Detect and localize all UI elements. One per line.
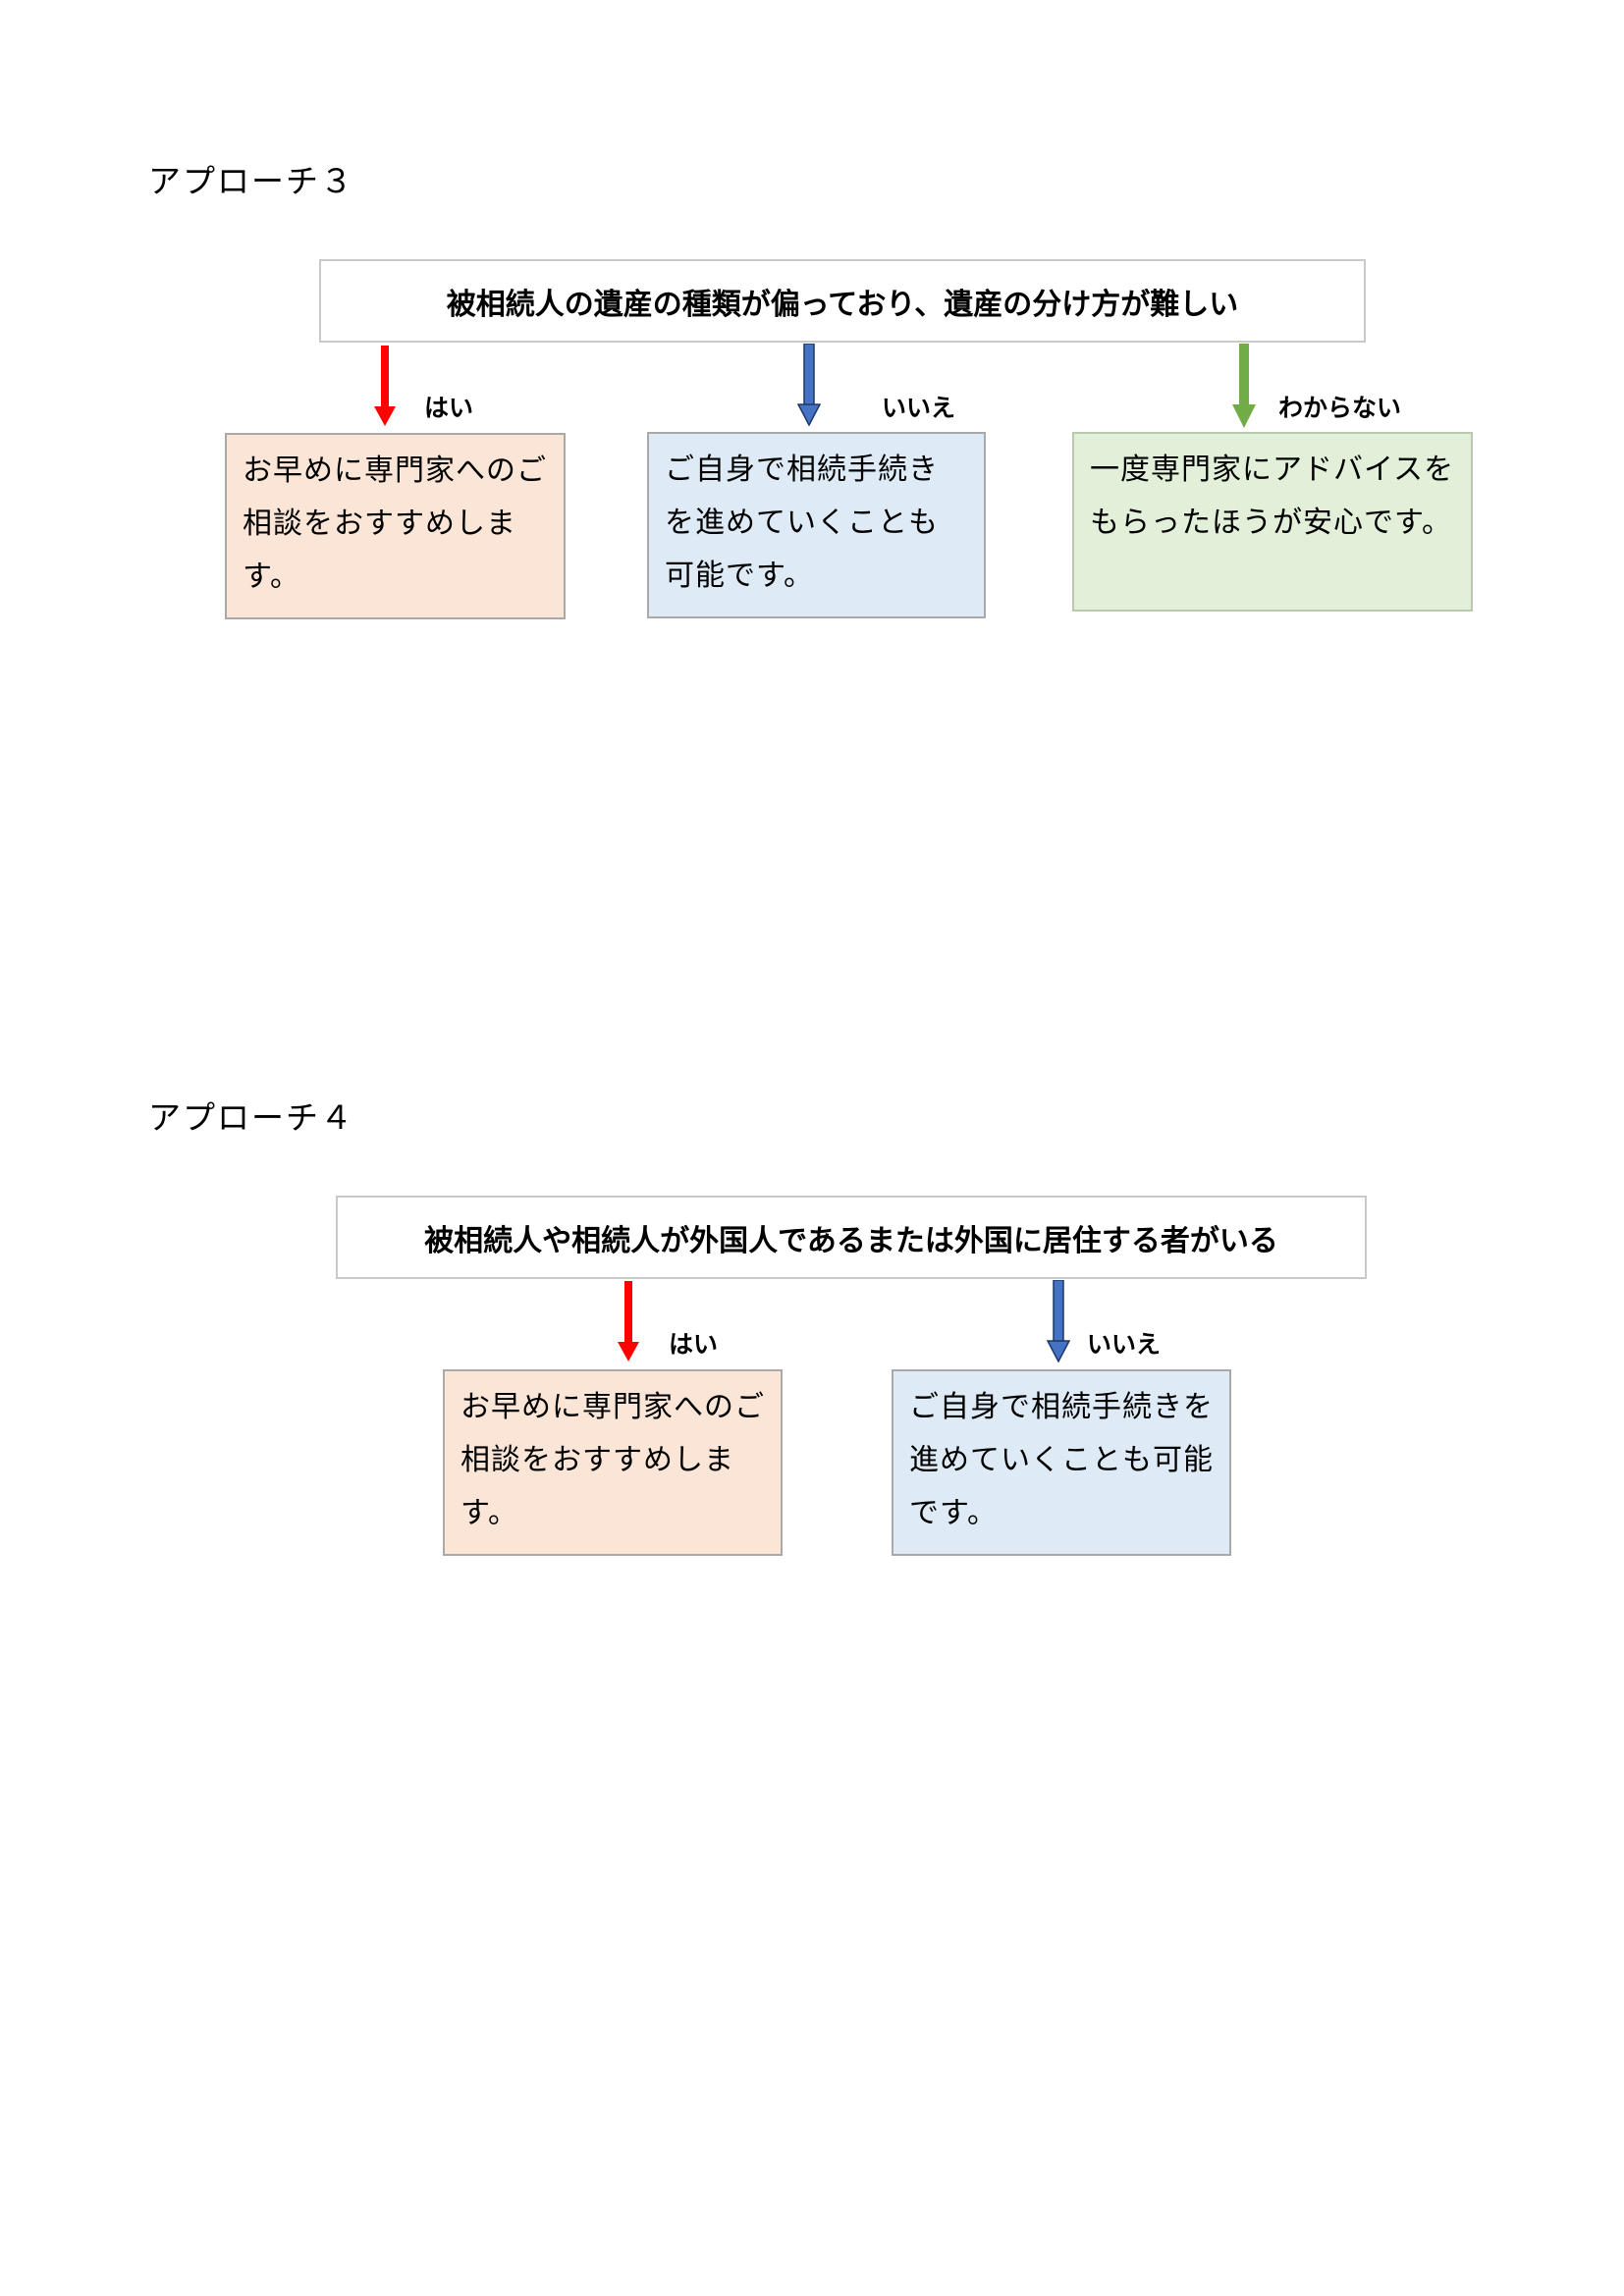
blue-down-arrow-icon bbox=[797, 344, 821, 426]
approach3-title: アプローチ３ bbox=[148, 162, 354, 200]
approach3-unknown-answer: 一度専門家にアドバイスをもらったほうが安心です。 bbox=[1072, 432, 1473, 612]
blue-down-arrow-icon bbox=[1047, 1280, 1070, 1362]
approach4-title: アプローチ４ bbox=[148, 1098, 354, 1137]
approach4-question: 被相続人や相続人が外国人であるまたは外国に居住する者がいる bbox=[336, 1196, 1367, 1279]
approach4-yes-answer: お早めに専門家へのご相談をおすすめします。 bbox=[443, 1369, 783, 1556]
approach3-yes-answer: お早めに専門家へのご相談をおすすめします。 bbox=[225, 433, 566, 619]
approach4-no-answer: ご自身で相続手続きを進めていくことも可能です。 bbox=[892, 1369, 1231, 1556]
approach3-yes-label: はい bbox=[424, 394, 474, 422]
approach3-question: 被相続人の遺産の種類が偏っており、遺産の分け方が難しい bbox=[319, 259, 1366, 343]
approach3-unknown-label: わからない bbox=[1278, 394, 1402, 422]
red-down-arrow-icon bbox=[618, 1281, 639, 1362]
red-down-arrow-icon bbox=[374, 346, 396, 426]
approach3-no-label: いいえ bbox=[882, 394, 956, 422]
green-down-arrow-icon bbox=[1232, 344, 1256, 428]
approach3-no-answer: ご自身で相続手続きを進めていくことも可能です。 bbox=[647, 432, 986, 618]
approach4-no-label: いいえ bbox=[1087, 1330, 1162, 1359]
approach4-yes-label: はい bbox=[669, 1330, 719, 1359]
